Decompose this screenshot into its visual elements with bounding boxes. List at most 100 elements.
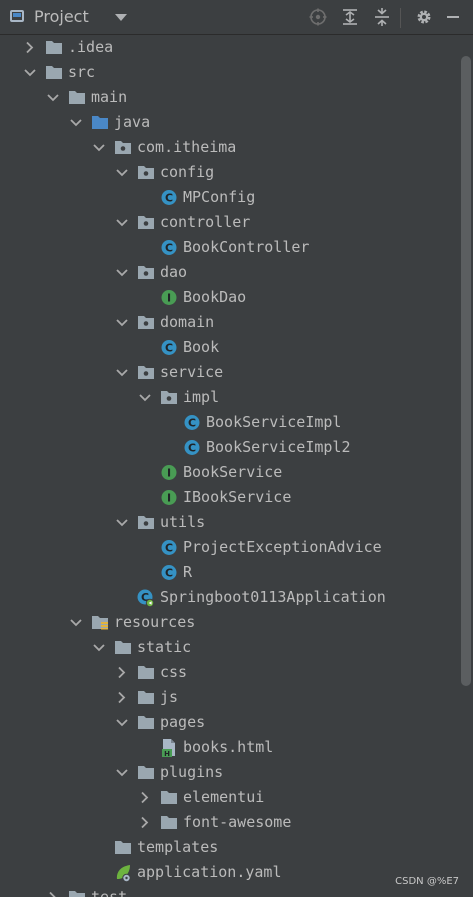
tree-node-label: utils — [160, 513, 206, 531]
svg-text:H: H — [164, 750, 170, 758]
chevron-down-icon[interactable] — [114, 260, 130, 285]
folder-icon — [114, 835, 132, 860]
package-icon — [137, 360, 155, 385]
tree-node-idea[interactable]: .idea — [0, 35, 460, 60]
tree-node-controller[interactable]: controller — [0, 210, 460, 235]
chevron-right-icon[interactable] — [22, 35, 38, 60]
chevron-right-icon[interactable] — [45, 885, 61, 897]
tree-node-label: resources — [114, 613, 196, 631]
tree-node-impl[interactable]: impl — [0, 385, 460, 410]
collapse-all-icon[interactable] — [371, 6, 393, 28]
folder-icon — [68, 885, 86, 897]
project-view-icon[interactable] — [10, 10, 24, 22]
package-icon — [137, 160, 155, 185]
tree-node-plugins[interactable]: plugins — [0, 760, 460, 785]
interface-icon: I — [160, 460, 178, 485]
tree-node-label: service — [160, 363, 224, 381]
tree-node-main[interactable]: main — [0, 85, 460, 110]
tree-node-font-awesome[interactable]: font-awesome — [0, 810, 460, 835]
resources-folder-icon — [91, 610, 109, 635]
tree-node-domain[interactable]: domain — [0, 310, 460, 335]
chevron-down-icon[interactable] — [114, 760, 130, 785]
tree-node-service[interactable]: service — [0, 360, 460, 385]
tree-node-test[interactable]: test — [0, 885, 460, 897]
chevron-down-icon[interactable] — [114, 360, 130, 385]
tree-node-application-yaml[interactable]: application.yaml — [0, 860, 460, 885]
tree-node-elementui[interactable]: elementui — [0, 785, 460, 810]
chevron-down-icon[interactable] — [114, 710, 130, 735]
chevron-down-icon[interactable] — [68, 110, 84, 135]
vertical-scrollbar[interactable] — [461, 56, 471, 686]
tree-node-label: src — [68, 63, 96, 81]
tree-node-label: BookServiceImpl — [206, 413, 342, 431]
folder-icon — [114, 635, 132, 660]
dropdown-arrow-icon[interactable] — [115, 14, 127, 21]
tree-node-label: dao — [160, 263, 188, 281]
chevron-down-icon[interactable] — [114, 510, 130, 535]
tree-node-js[interactable]: js — [0, 685, 460, 710]
svg-text:C: C — [141, 591, 149, 604]
chevron-down-icon[interactable] — [22, 60, 38, 85]
tree-node-src[interactable]: src — [0, 60, 460, 85]
source-folder-icon — [91, 110, 109, 135]
chevron-down-icon[interactable] — [137, 385, 153, 410]
project-view-title[interactable]: Project — [34, 7, 89, 26]
class-icon: C — [183, 410, 201, 435]
tree-node-label: static — [137, 638, 192, 656]
tree-node-label: ProjectExceptionAdvice — [183, 538, 382, 556]
tree-node-css[interactable]: css — [0, 660, 460, 685]
tree-node-bookserviceimpl[interactable]: C BookServiceImpl — [0, 410, 460, 435]
tree-node-label: .idea — [68, 38, 114, 56]
svg-text:I: I — [167, 492, 171, 505]
tree-node-label: R — [183, 563, 193, 581]
chevron-right-icon[interactable] — [114, 660, 130, 685]
tree-node-utils[interactable]: utils — [0, 510, 460, 535]
chevron-right-icon[interactable] — [137, 810, 153, 835]
chevron-down-icon[interactable] — [91, 635, 107, 660]
svg-text:C: C — [165, 567, 173, 580]
chevron-right-icon[interactable] — [137, 785, 153, 810]
tree-node-bookservice[interactable]: I BookService — [0, 460, 460, 485]
chevron-down-icon[interactable] — [91, 135, 107, 160]
tree-node-dao[interactable]: dao — [0, 260, 460, 285]
tree-node-label: com.itheima — [137, 138, 237, 156]
package-icon — [137, 260, 155, 285]
tree-node-label: BookDao — [183, 288, 247, 306]
tree-node-pages[interactable]: pages — [0, 710, 460, 735]
tree-node-templates[interactable]: templates — [0, 835, 460, 860]
tree-node-config[interactable]: config — [0, 160, 460, 185]
tree-node-label: impl — [183, 388, 220, 406]
tree-node-resources[interactable]: resources — [0, 610, 460, 635]
chevron-down-icon[interactable] — [45, 85, 61, 110]
tree-node-java[interactable]: java — [0, 110, 460, 135]
chevron-down-icon[interactable] — [68, 610, 84, 635]
tree-node-static[interactable]: static — [0, 635, 460, 660]
folder-icon — [137, 760, 155, 785]
expand-all-icon[interactable] — [339, 6, 361, 28]
watermark: CSDN @%E7 — [395, 876, 459, 887]
gear-icon[interactable] — [413, 6, 435, 28]
svg-text:C: C — [165, 192, 173, 205]
tree-node-label: plugins — [160, 763, 224, 781]
tree-node-label: elementui — [183, 788, 265, 806]
tree-node-label: BookService — [183, 463, 283, 481]
chevron-down-icon[interactable] — [114, 310, 130, 335]
chevron-down-icon[interactable] — [114, 160, 130, 185]
minimize-icon[interactable] — [442, 6, 464, 28]
chevron-down-icon[interactable] — [114, 210, 130, 235]
chevron-right-icon[interactable] — [114, 685, 130, 710]
tree-node-com-itheima[interactable]: com.itheima — [0, 135, 460, 160]
tree-node-label: Book — [183, 338, 220, 356]
tree-node-label: pages — [160, 713, 206, 731]
locate-icon[interactable] — [307, 6, 329, 28]
